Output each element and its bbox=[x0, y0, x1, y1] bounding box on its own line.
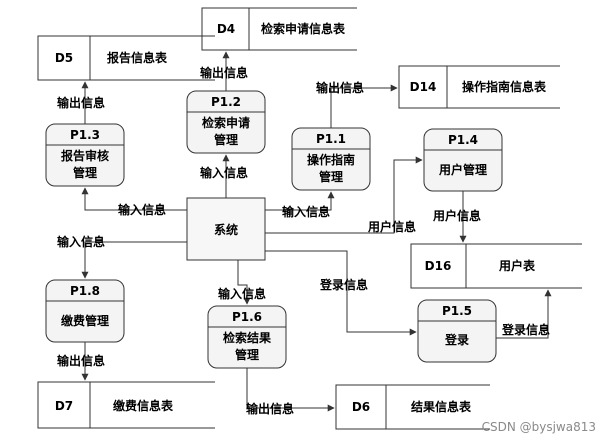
process-p13-line1: 报告审核 bbox=[61, 148, 109, 163]
store-d7-id: D7 bbox=[55, 399, 73, 413]
process-p15-line1: 登录 bbox=[444, 332, 469, 347]
store-d16-id: D16 bbox=[425, 259, 452, 273]
system-label: 系统 bbox=[214, 222, 238, 237]
flow-p14-out-label: 用户信息 bbox=[432, 208, 481, 223]
process-p14-id: P1.4 bbox=[448, 133, 478, 147]
flow-system-to-p13 bbox=[81, 187, 187, 211]
flow-p15-in-label: 登录信息 bbox=[319, 277, 368, 292]
process-p11: P1.1 操作指南 管理 bbox=[291, 127, 371, 191]
flow-p16-to-d6 bbox=[246, 368, 335, 412]
store-d14: D14 操作指南信息表 bbox=[398, 65, 560, 109]
process-p18: P1.8 缴费管理 bbox=[45, 279, 125, 343]
process-p13-id: P1.3 bbox=[70, 128, 100, 142]
store-d6: D6 结果信息表 bbox=[335, 384, 490, 430]
process-p13: P1.3 报告审核 管理 bbox=[45, 123, 125, 187]
flow-p11-out-label: 输出信息 bbox=[316, 80, 364, 95]
flow-p18-out-label: 输出信息 bbox=[57, 353, 105, 368]
store-d4-name: 检索申请信息表 bbox=[261, 21, 346, 36]
flow-p16-out-label: 输出信息 bbox=[246, 401, 294, 416]
store-d7-name: 缴费信息表 bbox=[113, 398, 174, 413]
flow-p18-in-label: 输入信息 bbox=[57, 234, 105, 249]
flow-system-to-p16 bbox=[237, 260, 251, 305]
flow-p15-to-d16 bbox=[496, 289, 552, 339]
store-d7: D7 缴费信息表 bbox=[37, 381, 215, 429]
flow-p11-to-d14 bbox=[330, 84, 398, 128]
process-p15: P1.5 登录 bbox=[417, 299, 497, 363]
process-p12-id: P1.2 bbox=[211, 95, 241, 109]
store-d16: D16 用户表 bbox=[410, 243, 582, 289]
process-p15-id: P1.5 bbox=[442, 304, 472, 318]
store-d16-name: 用户表 bbox=[498, 258, 536, 273]
process-p14: P1.4 用户管理 bbox=[423, 128, 503, 192]
process-p12: P1.2 检索申请 管理 bbox=[186, 90, 266, 154]
process-p11-line1: 操作指南 bbox=[307, 152, 355, 167]
flow-p15-out-label: 登录信息 bbox=[501, 322, 550, 337]
process-p11-line2: 管理 bbox=[319, 169, 343, 184]
system-box: 系统 bbox=[186, 197, 266, 261]
flow-p12-in-label: 输入信息 bbox=[200, 165, 248, 180]
flow-p11-in-label: 输入信息 bbox=[282, 204, 330, 219]
flow-p12-out-label: 输出信息 bbox=[200, 65, 248, 80]
store-d5-id: D5 bbox=[55, 51, 73, 65]
flow-system-to-p15 bbox=[265, 250, 417, 336]
flow-system-to-p18 bbox=[81, 241, 187, 279]
watermark: CSDN @bysjwa813 bbox=[482, 420, 596, 434]
process-p12-line2: 管理 bbox=[214, 132, 238, 147]
process-p16-line2: 管理 bbox=[235, 347, 259, 362]
process-p14-line1: 用户管理 bbox=[438, 162, 487, 177]
process-p12-line1: 检索申请 bbox=[202, 115, 250, 130]
store-d4-id: D4 bbox=[217, 22, 235, 36]
process-p16-id: P1.6 bbox=[232, 310, 262, 324]
process-p16-line1: 检索结果 bbox=[223, 330, 271, 345]
flow-p13-out-label: 输出信息 bbox=[57, 95, 105, 110]
process-p18-line1: 缴费管理 bbox=[61, 313, 109, 328]
flow-p13-in-label: 输入信息 bbox=[118, 202, 166, 217]
store-d14-id: D14 bbox=[410, 80, 437, 94]
flow-p14-in-label: 用户信息 bbox=[367, 219, 416, 234]
store-d5: D5 报告信息表 bbox=[37, 35, 215, 81]
flow-p16-in-label: 输入信息 bbox=[218, 286, 266, 301]
store-d6-id: D6 bbox=[352, 400, 370, 414]
store-d6-name: 结果信息表 bbox=[411, 399, 472, 414]
process-p11-id: P1.1 bbox=[316, 132, 346, 146]
flow-system-to-p14 bbox=[265, 156, 423, 234]
store-d14-name: 操作指南信息表 bbox=[462, 79, 547, 94]
store-d4: D4 检索申请信息表 bbox=[201, 7, 357, 51]
process-p18-id: P1.8 bbox=[70, 284, 100, 298]
process-p13-line2: 管理 bbox=[73, 165, 97, 180]
store-d5-name: 报告信息表 bbox=[107, 50, 168, 65]
flow-system-to-p11 bbox=[265, 191, 335, 211]
process-p16: P1.6 检索结果 管理 bbox=[207, 305, 287, 369]
